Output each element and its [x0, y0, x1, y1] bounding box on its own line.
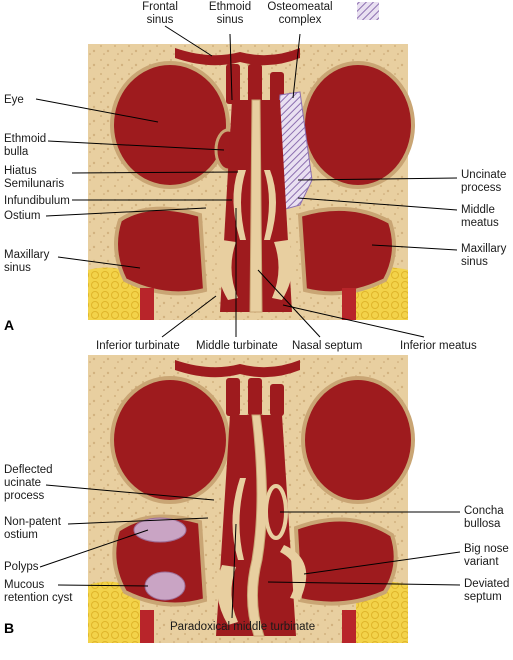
panel-b-ethmoid-cell: [226, 378, 240, 416]
panel-a-leader-lines: [35, 25, 458, 338]
panel-b-ethmoid-cell: [270, 384, 284, 416]
panel-b-paradoxical-middle-turbinate: [232, 478, 246, 560]
panel-a-middle-turbinate-left: [233, 170, 246, 240]
label-eye: Eye: [4, 94, 24, 106]
label-nasal-septum: Nasal septum: [292, 340, 362, 352]
panel-a-ethmoid-cell: [248, 64, 262, 104]
panel-a-illustration: [88, 44, 415, 320]
panel-a-tissue-right: [342, 288, 356, 320]
label-inferior-turbinate: Inferior turbinate: [96, 340, 180, 352]
panel-a-frontal-sinus: [175, 48, 300, 66]
panel-letter-a: A: [4, 317, 14, 333]
panel-a-orbit-left: [110, 61, 230, 189]
label-infundibulum: Infundibulum: [4, 195, 70, 207]
panel-b-fat-left: [88, 581, 140, 643]
panel-a-tissue-left: [140, 288, 154, 320]
label-middle-turbinate: Middle turbinate: [196, 340, 278, 352]
panel-a-maxillary-sinus-left: [114, 206, 208, 296]
label-inferior-meatus: Inferior meatus: [400, 340, 477, 352]
panel-b-ethmoid-cell: [248, 378, 262, 416]
panel-a-middle-turbinate-right: [264, 170, 276, 240]
label-paradoxical-middle-turbinate: Paradoxical middle turbinate: [170, 621, 315, 633]
osteomeatal-legend-swatch: [357, 2, 379, 20]
panel-b-tissue-left: [140, 610, 154, 643]
panel-letter-b: B: [4, 620, 14, 636]
label-polyps: Polyps: [4, 561, 39, 573]
panel-b-leader-lines: [39, 484, 461, 619]
panel-b-orbit-right: [301, 376, 415, 504]
panel-b-mucous-retention-cyst: [144, 571, 186, 601]
panel-b-polyps: [133, 517, 187, 543]
panel-a-orbit-right: [301, 61, 415, 189]
panel-b-illustration: [88, 355, 415, 643]
panel-b-maxillary-sinus-right: [293, 517, 398, 606]
panel-a-inferior-turbinate-right: [272, 240, 293, 300]
panel-a-nasal-septum: [249, 99, 263, 313]
panel-b-frontal-sinus: [175, 360, 300, 378]
panel-b-orbit-left: [110, 376, 230, 504]
label-ostium: Ostium: [4, 210, 40, 222]
panel-a-ethmoid-cell: [226, 64, 240, 104]
panel-a-inferior-turbinate-left: [217, 240, 238, 300]
panel-a-maxillary-sinus-right: [297, 206, 396, 296]
panel-b-tissue-right: [342, 610, 356, 643]
panel-b-big-nose-variant: [280, 545, 307, 600]
